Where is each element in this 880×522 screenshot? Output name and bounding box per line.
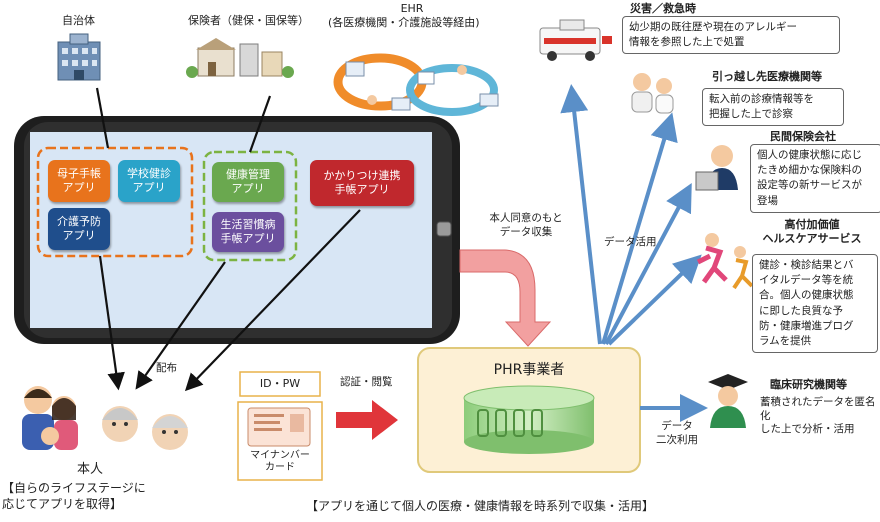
private-insurer-desc: 個人の健康状態に応じ たきめ細かな保険料の 設定等の新サービスが 登場 [750,144,880,213]
gakko-kenshin-app[interactable]: 学校健診 アプリ [118,160,180,202]
distribute-label: 配布 [156,362,177,374]
insurer-buildings-icon [186,38,294,78]
doctor-nurse-icon [631,73,674,114]
consent-collect-label: 本人同意のもと データ収集 [489,212,563,238]
clinical-research-desc: 蓄積されたデータを匿名化 した上で分析・活用 [760,396,876,436]
ehr-network-icon [333,53,499,116]
id-pw-label: ID・PW [259,377,301,390]
arrow-to-person-3 [184,209,361,392]
mynumber-card-icon [247,407,311,447]
insurer-label: 保険者（健保・国保等） [188,14,309,27]
arrow-to-person-2 [135,261,226,390]
data-use-label: データ活用 [604,236,657,248]
child-apps-group [36,146,194,258]
mynumber-card-label: マイナンバー カード [250,450,310,473]
seikatsu-shukanbyo-app[interactable]: 生活習慣病 手帳アプリ [212,212,284,252]
person-label: 本人 [76,462,103,477]
ehr-sub-label: (各医療機関・介護施設等経由) [328,16,480,29]
municipality-building-icon [57,33,101,81]
kenko-kanri-app[interactable]: 健康管理 アプリ [212,162,284,202]
disaster-emergency-desc: 幼少期の既往歴や現在のアレルギー 情報を参照した上で処置 [622,16,840,55]
data-use-arrows [560,84,708,422]
healthcare-service-title: 高付加価値 ヘルスケアサービス [762,218,862,246]
secondary-use-label: データ 二次利用 [656,420,698,446]
clinical-research-title: 臨床研究機関等 [770,378,847,391]
kaigo-yobo-app[interactable]: 介護予防 アプリ [48,208,110,250]
healthcare-service-desc: 健診・検診結果とバ イタルデータ等を統 合。個人の健康状態 に即した良質な予 防… [752,254,878,354]
relocation-clinic-title: 引っ越し先医療機関等 [712,70,822,83]
ambulance-icon [539,19,612,61]
auth-arrow [336,400,398,440]
phr-title: PHR事業者 [493,362,565,378]
runners-icon [696,233,754,290]
auth-view-label: 認証・閲覧 [340,376,393,388]
insurance-agent-icon [695,145,738,191]
researcher-icon [708,374,748,428]
kakaritsuke-renkei-app[interactable]: かかりつけ連携 手帳アプリ [310,160,414,206]
arrow-to-person-1 [98,255,125,391]
ehr-label: EHR [400,2,424,15]
person-caption: 【自らのライフステージに 応じてアプリを取得】 [2,481,146,512]
disaster-emergency-title: 災害／救急時 [630,2,696,15]
database-cylinder-icon [463,385,595,454]
bottom-caption: 【アプリを通じて個人の医療・健康情報を時系列で収集・活用】 [306,499,655,513]
boshi-techo-app[interactable]: 母子手帳 アプリ [48,160,110,202]
relocation-clinic-desc: 転入前の診療情報等を 把握した上で診察 [702,88,844,127]
consent-collect-arrow [459,249,552,347]
private-insurer-title: 民間保険会社 [770,130,836,143]
id-pw-box [239,371,321,397]
municipality-label: 自治体 [62,14,95,27]
family-illustration [22,386,188,450]
